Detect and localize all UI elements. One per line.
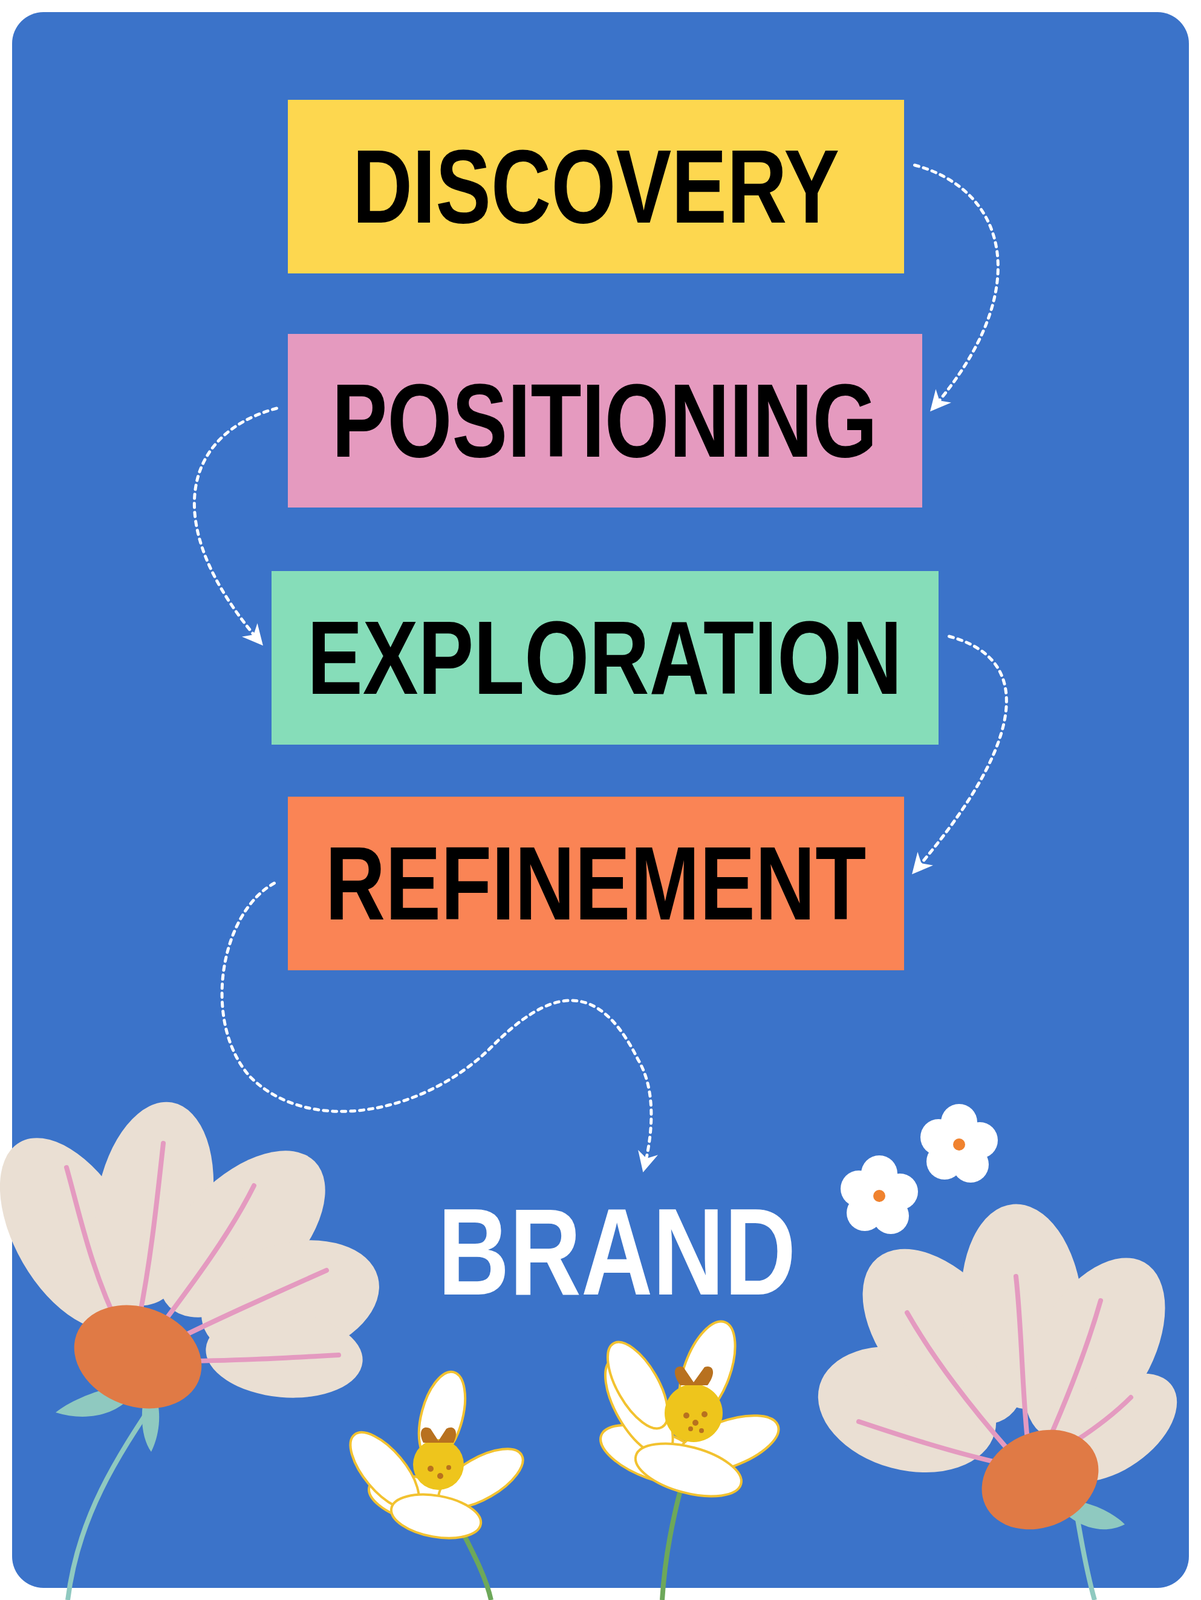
big-flower-right — [803, 1198, 1197, 1600]
daisy-flowers — [338, 1314, 787, 1600]
step-label: DISCOVERY — [351, 134, 839, 239]
step-box: DISCOVERY — [287, 99, 905, 274]
step-box: POSITIONING — [287, 333, 923, 508]
step-label: REFINEMENT — [325, 830, 866, 935]
step-label: POSITIONING — [331, 368, 878, 473]
big-flower-left — [0, 1092, 393, 1600]
step-box: EXPLORATION — [271, 570, 939, 745]
step-box: REFINEMENT — [287, 796, 905, 970]
result-label: BRAND — [407, 1176, 827, 1325]
dashed-arrow — [914, 165, 999, 409]
step-label: BRAND — [437, 1188, 796, 1313]
small-flowers — [840, 1103, 998, 1234]
step-label: EXPLORATION — [307, 605, 903, 710]
dashed-arrow — [194, 408, 277, 643]
